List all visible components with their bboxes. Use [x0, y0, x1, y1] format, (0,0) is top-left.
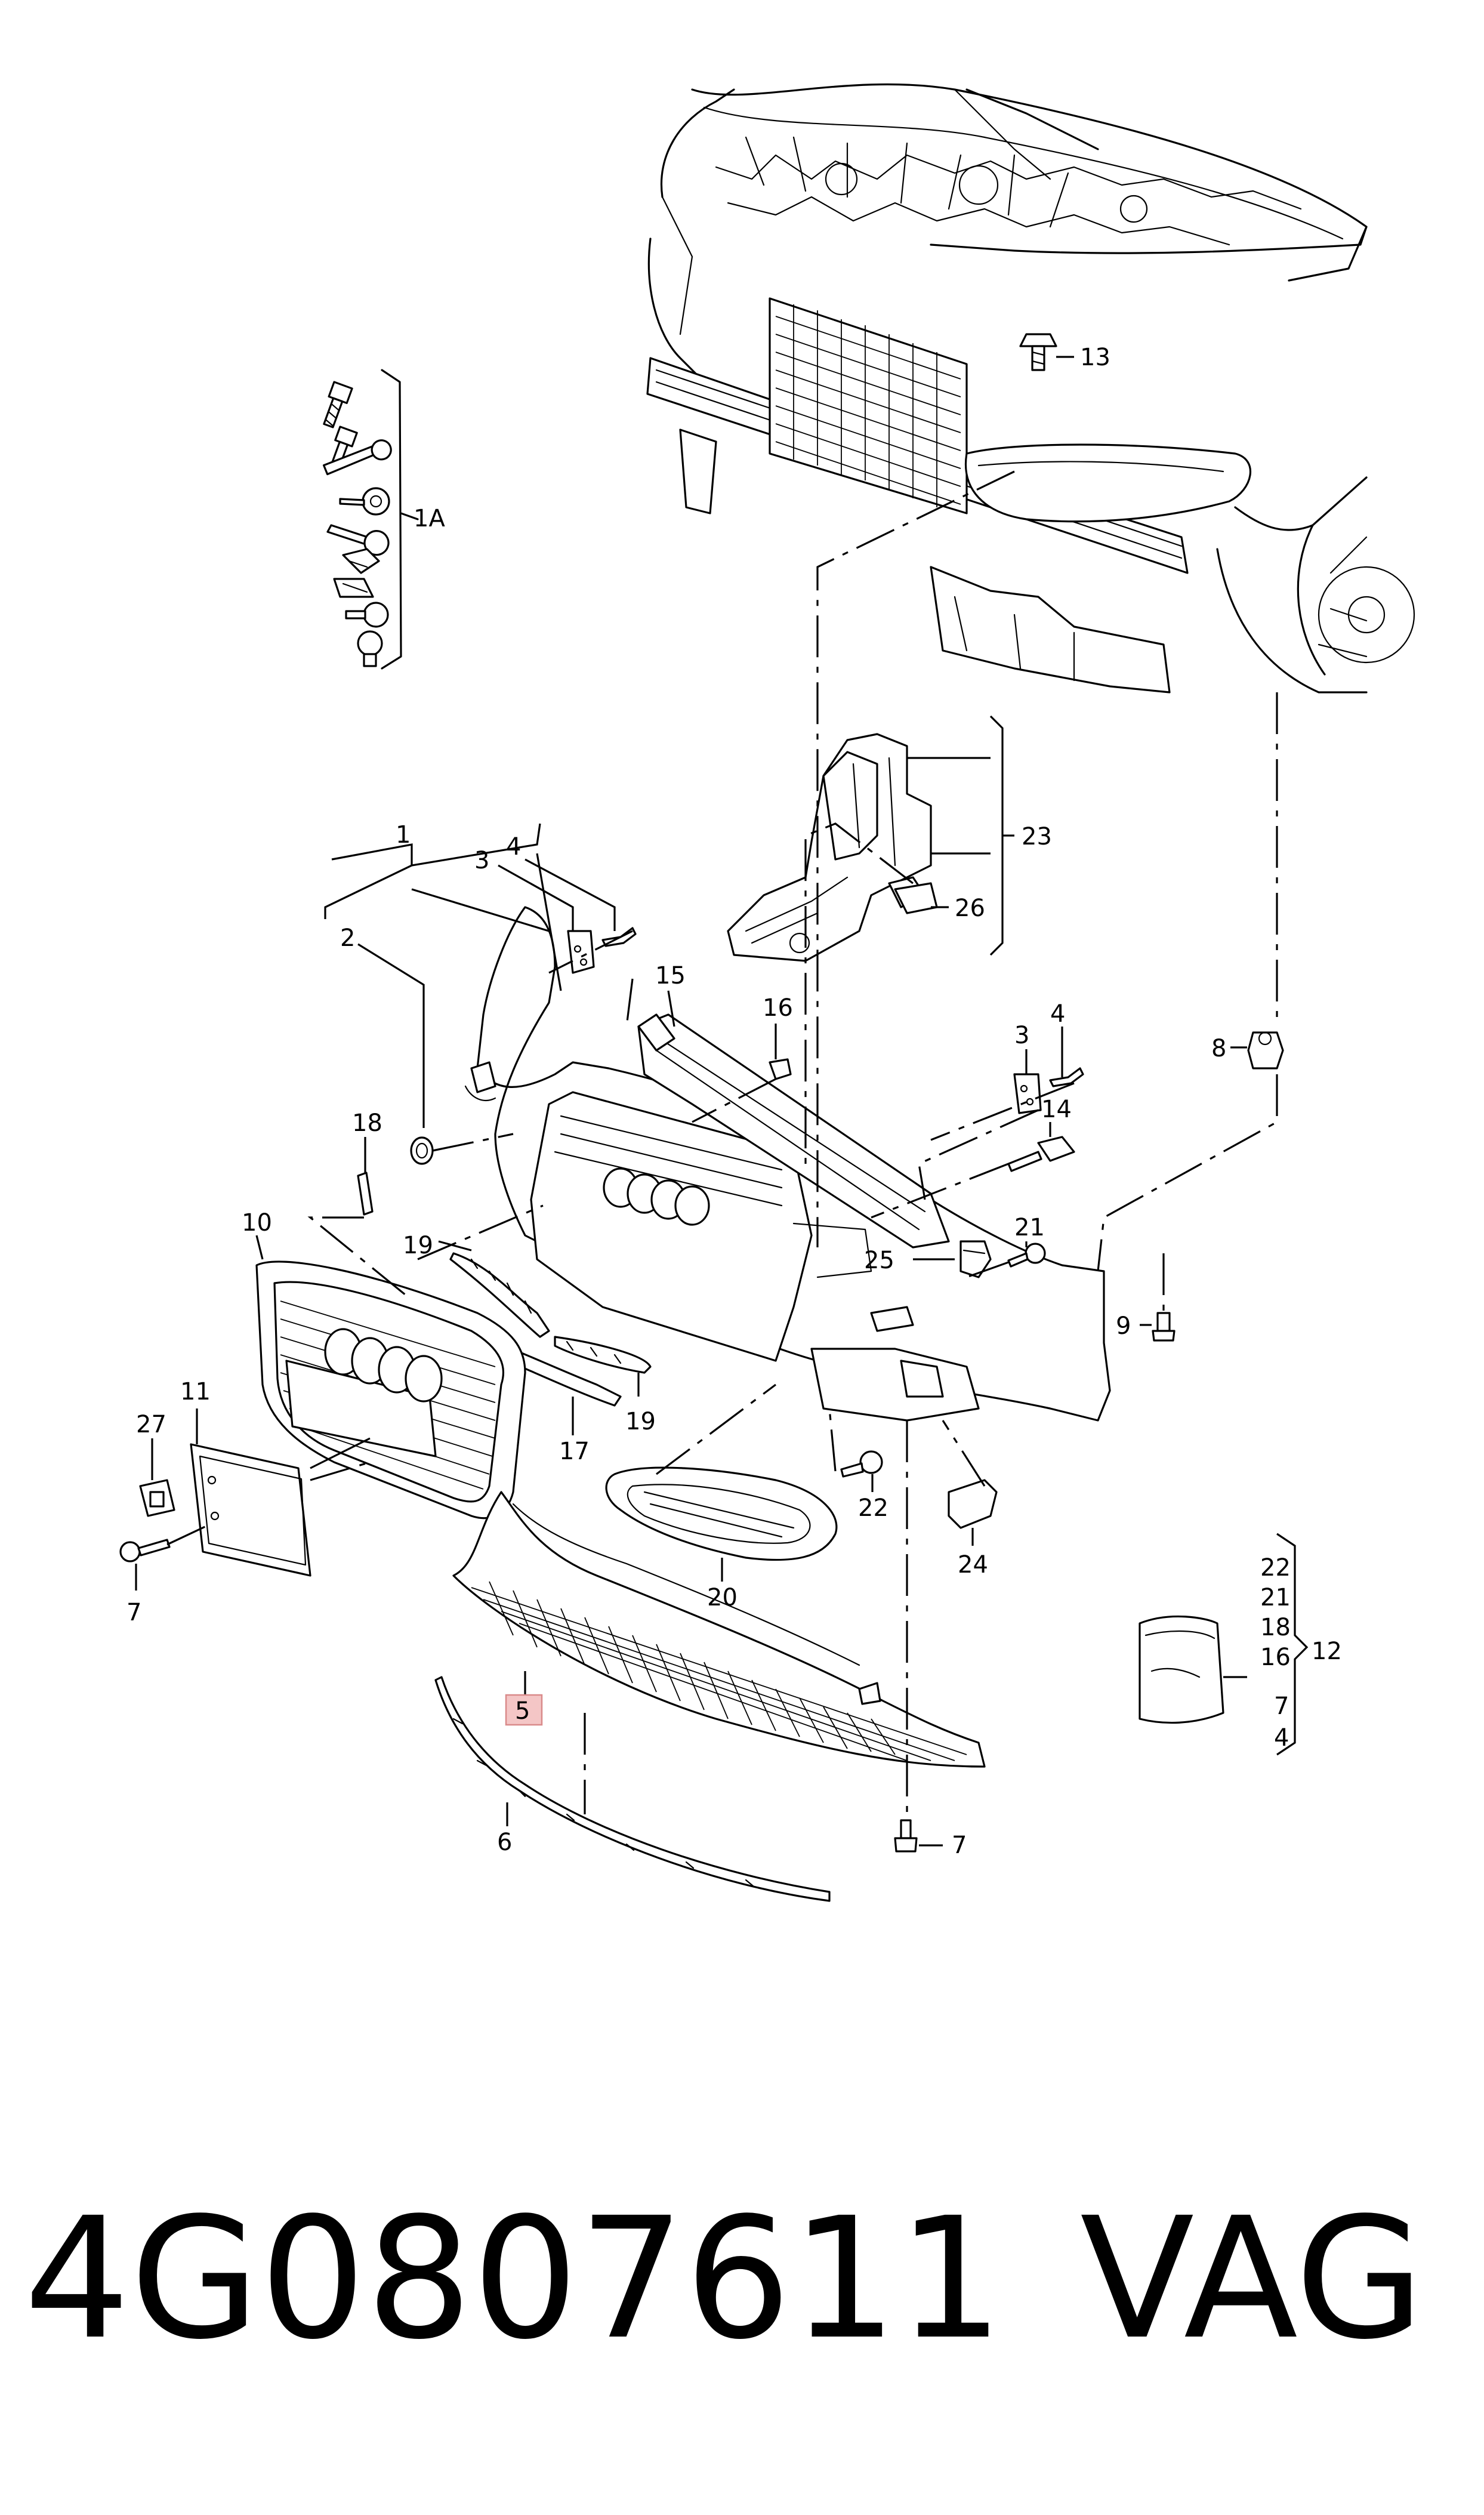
bag-12 — [1139, 1615, 1224, 1724]
label-5: 5 — [515, 1697, 530, 1725]
label-12-7: 7 — [1274, 1693, 1289, 1720]
label-25: 25 — [864, 1247, 894, 1274]
label-7-bottom: 7 — [952, 1832, 967, 1859]
label-1: 1 — [396, 821, 411, 849]
label-19-right: 19 — [625, 1408, 656, 1435]
label-14: 14 — [1041, 1096, 1072, 1123]
label-3-left: 3 — [474, 847, 489, 874]
label-12-4: 4 — [1274, 1724, 1289, 1752]
part-number: 4G0807611 — [24, 2182, 1004, 2377]
screw-7-bottom — [894, 1819, 918, 1853]
label-26: 26 — [955, 895, 985, 922]
label-27: 27 — [136, 1411, 166, 1438]
nut-16 — [769, 1058, 792, 1080]
beam-15 — [637, 1013, 950, 1249]
clip-18 — [357, 1172, 374, 1216]
brand-name: VAG — [1080, 2182, 1424, 2377]
screw-7-left — [119, 1539, 171, 1562]
label-13: 13 — [1080, 344, 1110, 371]
label-23: 23 — [1022, 823, 1052, 850]
label-3-right: 3 — [1014, 1022, 1029, 1049]
nut-27 — [139, 1479, 175, 1517]
label-18: 18 — [352, 1109, 382, 1137]
label-4-right: 4 — [1050, 1000, 1065, 1028]
audi-rings-grille — [324, 1328, 443, 1403]
label-20: 20 — [707, 1584, 738, 1611]
audi-rings-bumper — [603, 1167, 710, 1226]
highlight-box-5 — [505, 1694, 543, 1726]
callout-numbers: 1 1A 2 3 4 15 16 18 10 19 19 17 11 27 7 … — [127, 344, 1342, 1859]
label-17: 17 — [559, 1438, 590, 1465]
label-12-22: 22 — [1260, 1554, 1291, 1582]
label-10: 10 — [242, 1209, 272, 1237]
label-1a: 1A — [414, 505, 445, 532]
screw-22 — [840, 1450, 883, 1478]
fastener-kit-1a — [322, 369, 419, 670]
lower-grille-5 — [452, 1491, 986, 1768]
label-16: 16 — [763, 994, 793, 1022]
screw-9 — [1152, 1312, 1176, 1342]
clip-26 — [894, 882, 938, 914]
label-12-18: 18 — [1260, 1614, 1291, 1641]
label-12: 12 — [1312, 1638, 1342, 1665]
label-7-left: 7 — [127, 1599, 141, 1626]
label-15: 15 — [655, 962, 686, 990]
label-12-21: 21 — [1260, 1584, 1291, 1611]
label-21: 21 — [1014, 1214, 1045, 1241]
bolt-14 — [1007, 1136, 1075, 1172]
label-8: 8 — [1211, 1035, 1226, 1062]
label-2: 2 — [340, 924, 355, 952]
clip-25 — [959, 1240, 992, 1278]
fog-light-grille-20 — [605, 1466, 838, 1561]
bracket-23 — [727, 733, 932, 962]
washer-cap-24 — [948, 1479, 998, 1529]
car-front-illustration — [646, 83, 1415, 694]
label-4-left: 4 — [506, 833, 521, 861]
trim-strip-6 — [434, 1676, 831, 1902]
label-11: 11 — [180, 1378, 211, 1406]
trim-strip-19 — [449, 1252, 652, 1374]
bolt-21 — [1007, 1243, 1046, 1268]
label-6: 6 — [497, 1829, 512, 1856]
assembly-lines — [166, 470, 1278, 1820]
clip-8 — [1247, 1031, 1284, 1070]
label-12-16: 16 — [1260, 1644, 1291, 1671]
label-9: 9 — [1116, 1312, 1131, 1340]
label-19-left: 19 — [403, 1232, 433, 1259]
cap-2 — [410, 1136, 434, 1165]
label-22: 22 — [858, 1494, 888, 1522]
radiator-grille-10 — [255, 1260, 526, 1520]
callout-leaders — [135, 715, 1309, 1847]
bolt-13 — [1019, 333, 1057, 371]
license-plate-bracket-11 — [190, 1443, 311, 1577]
label-24: 24 — [958, 1551, 988, 1579]
